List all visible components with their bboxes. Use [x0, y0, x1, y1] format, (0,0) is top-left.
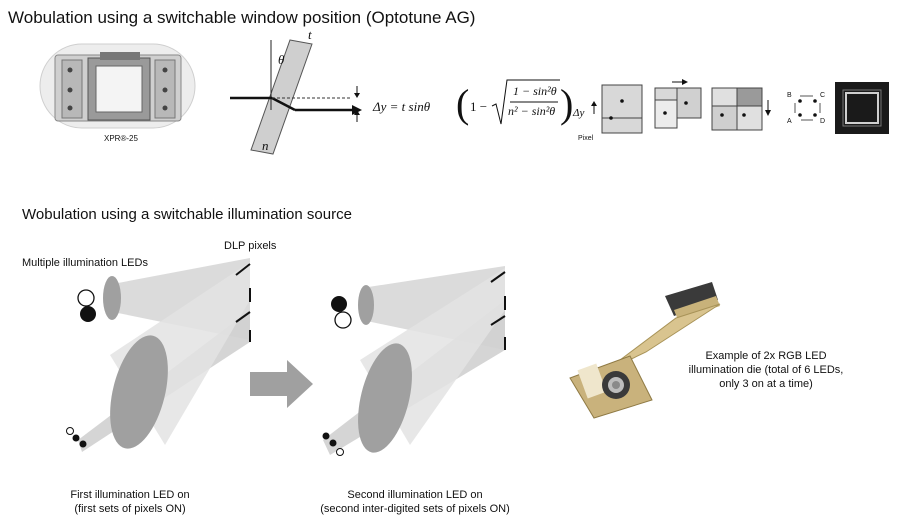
- label-theta: θ: [278, 52, 285, 67]
- equation-paren-close: ): [560, 81, 574, 126]
- device-caption: XPR®-25: [104, 134, 138, 143]
- caption-second-led: Second illumination LED on (second inter…: [305, 488, 525, 516]
- led-die-caption-line1: Example of 2x RGB LED: [705, 350, 827, 362]
- section-title-window: Wobulation using a switchable window pos…: [8, 8, 476, 27]
- corner-label-d: D: [820, 118, 826, 125]
- caption-first-led: First illumination LED on (first sets of…: [50, 488, 210, 516]
- corner-label-c: C: [820, 92, 826, 99]
- led-die-caption-line2: illumination die (total of 6 LEDs,: [688, 364, 844, 376]
- equation-one-minus: 1 −: [470, 99, 488, 114]
- multiple-leds-label: Multiple illumination LEDs: [22, 257, 148, 269]
- equation-numerator: 1 − sin²θ: [513, 84, 557, 98]
- label-n: n: [262, 138, 269, 153]
- section-title-illumination: Wobulation using a switchable illuminati…: [22, 206, 352, 223]
- label-t: t: [308, 27, 312, 42]
- dlp-pixels-label: DLP pixels: [224, 240, 277, 252]
- label-pixel: Pixel: [578, 135, 594, 142]
- led-die-caption: Example of 2x RGB LED illumination die (…: [676, 349, 856, 391]
- caption-second-line2: (second inter-digited sets of pixels ON): [320, 503, 510, 515]
- caption-first-line1: First illumination LED on: [70, 489, 190, 501]
- label-dy-small: Δy: [573, 107, 585, 119]
- equation-lhs: Δy = t sinθ: [373, 99, 431, 114]
- led-die-caption-line3: only 3 on at a time): [719, 378, 813, 390]
- equation-paren-open: (: [456, 81, 470, 126]
- caption-first-line2: (first sets of pixels ON): [74, 503, 186, 515]
- caption-second-line1: Second illumination LED on: [347, 489, 483, 501]
- equation-denominator: n² − sin²θ: [508, 104, 556, 118]
- corner-label-a: A: [787, 118, 792, 125]
- corner-label-b: B: [787, 92, 792, 99]
